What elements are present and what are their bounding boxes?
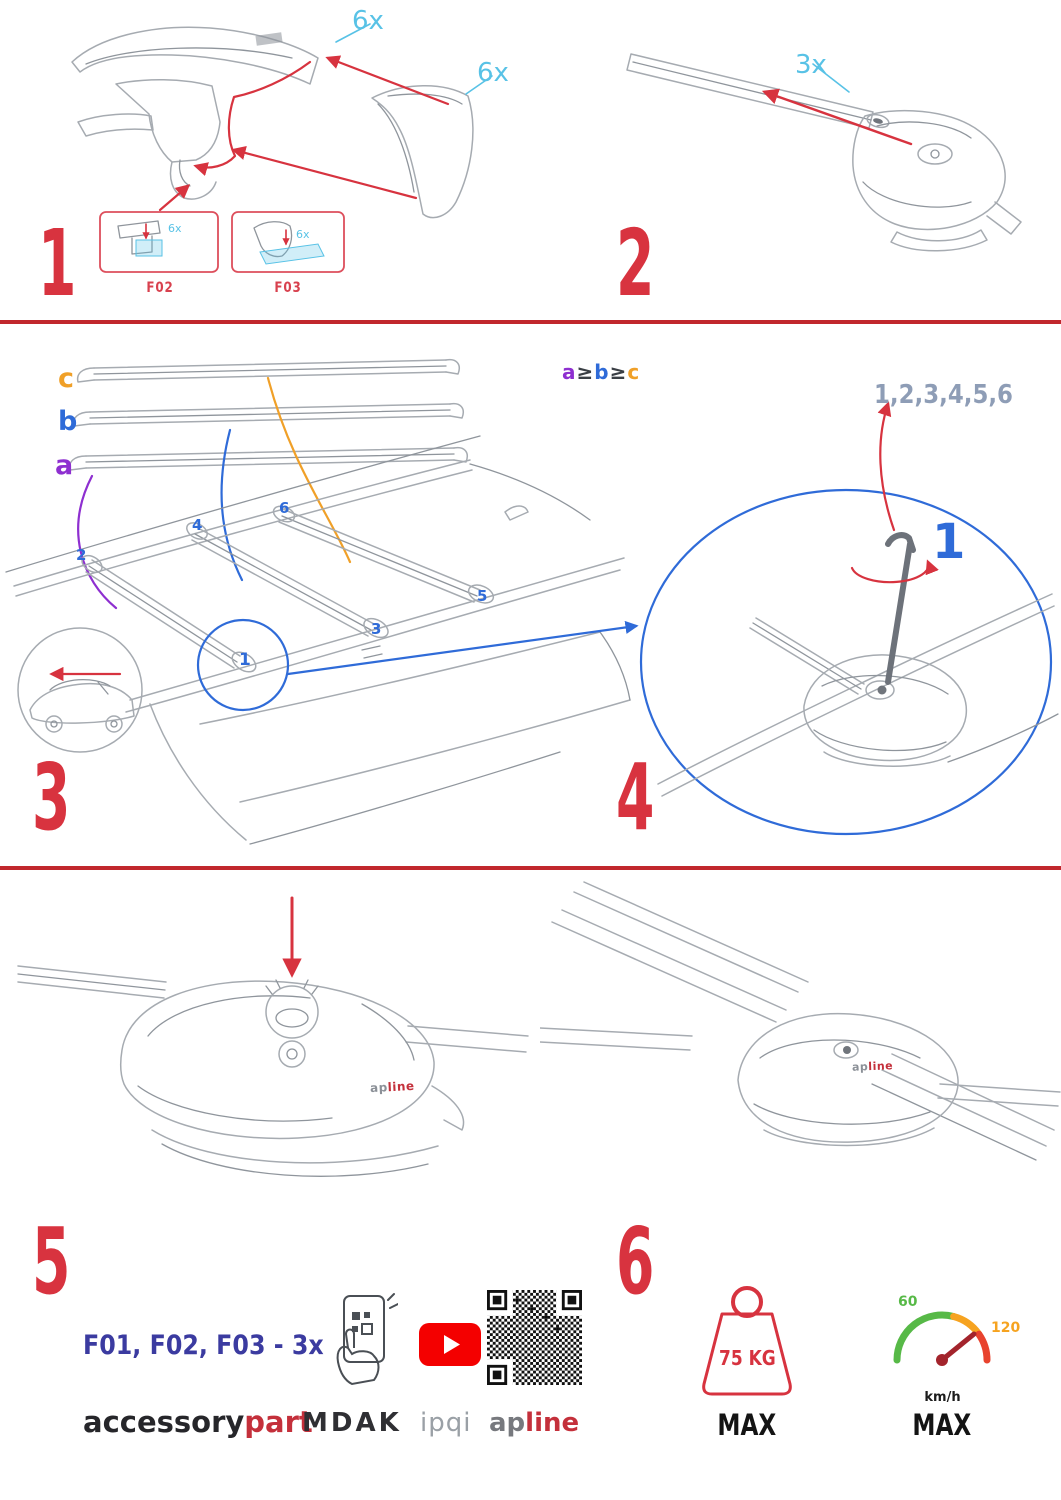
roof-position-5: 5 <box>477 587 488 605</box>
step-6-number: 6 <box>616 1208 655 1315</box>
apline-logo-red-2: line <box>868 1059 894 1074</box>
roof-position-3: 3 <box>371 620 382 638</box>
roof-position-2: 2 <box>76 546 87 564</box>
step1-endcap-drawing <box>71 23 493 273</box>
part-code-f02: F02 <box>146 280 174 296</box>
roof-position-6: 6 <box>279 499 290 517</box>
qty-label-bar: 3x <box>795 50 827 80</box>
qty-label-cover-top: 6x <box>352 6 384 36</box>
qty-label-box2: 6x <box>296 228 310 241</box>
step6-mounted-clamp-drawing <box>540 881 1061 1161</box>
step-1-number: 1 <box>38 210 77 317</box>
brand-apline-red: line <box>525 1408 580 1438</box>
speed-max-wrap: MAX <box>884 1408 999 1442</box>
bar-label-c: c <box>58 363 75 394</box>
formula-c: c <box>627 360 641 384</box>
brand-apline-gray: ap <box>489 1408 526 1438</box>
brand-apline: apline <box>489 1408 579 1438</box>
part-code-f03: F03 <box>274 280 302 296</box>
formula-ge-1: ≥ <box>576 360 595 384</box>
parts-quantity-line: F01, F02, F03 - 3x <box>83 1330 324 1361</box>
phone-scan-icon <box>336 1293 398 1386</box>
formula-ge-2: ≥ <box>609 360 628 384</box>
brand-part-text: part <box>244 1405 313 1439</box>
step-5-number: 5 <box>32 1208 71 1315</box>
roof-position-4: 4 <box>192 516 203 534</box>
bar-label-b: b <box>58 406 78 437</box>
apline-logo-red: line <box>387 1078 415 1095</box>
weight-value-wrap: 75 KG <box>688 1346 806 1370</box>
size-formula: a≥b≥c <box>562 360 640 384</box>
brand-accessory-text: accessory <box>83 1405 245 1439</box>
youtube-icon <box>419 1323 481 1366</box>
qr-code <box>487 1290 582 1385</box>
max-weight-icon <box>702 1286 792 1396</box>
brand-accessorypart: accessorypart <box>83 1405 313 1439</box>
step4-tightening-detail-drawing <box>639 401 1059 836</box>
brand-ipqi: ipqi <box>420 1408 472 1438</box>
weight-max-label: MAX <box>717 1408 777 1442</box>
step5-knob-drawing <box>17 896 529 1177</box>
step3-roof-drawing <box>5 358 639 845</box>
speed-unit-label: km/h <box>924 1390 961 1405</box>
speed-low-label: 60 <box>898 1294 918 1310</box>
apline-logo-on-clamp-5: apline <box>370 1079 415 1095</box>
bar-label-a: a <box>55 450 74 481</box>
weight-max-wrap: MAX <box>688 1408 806 1442</box>
section-divider-1 <box>0 320 1061 324</box>
apline-logo-gray-2: ap <box>851 1060 869 1074</box>
speed-max-label: MAX <box>912 1408 971 1442</box>
qty-label-box1: 6x <box>168 222 182 235</box>
tighten-callout-1: 1 <box>932 514 966 570</box>
brand-mdak: MDAK <box>302 1408 402 1438</box>
weight-value: 75 KG <box>718 1346 776 1370</box>
step-2-number: 2 <box>616 210 655 317</box>
section-divider-2 <box>0 866 1061 870</box>
step2-bar-drawing <box>626 53 1022 252</box>
formula-b: b <box>594 360 610 384</box>
step-3-number: 3 <box>32 744 71 851</box>
qty-label-cover-right: 6x <box>477 58 509 88</box>
speedometer-icon <box>893 1311 991 1366</box>
step-4-number: 4 <box>616 744 655 851</box>
roof-position-1: 1 <box>239 650 251 670</box>
formula-a: a <box>562 360 577 384</box>
apline-logo-gray: ap <box>369 1080 389 1096</box>
tighten-sequence-label: 1,2,3,4,5,6 <box>874 380 1013 410</box>
speed-high-label: 120 <box>991 1320 1021 1336</box>
apline-logo-on-clamp-6: apline <box>852 1059 894 1073</box>
